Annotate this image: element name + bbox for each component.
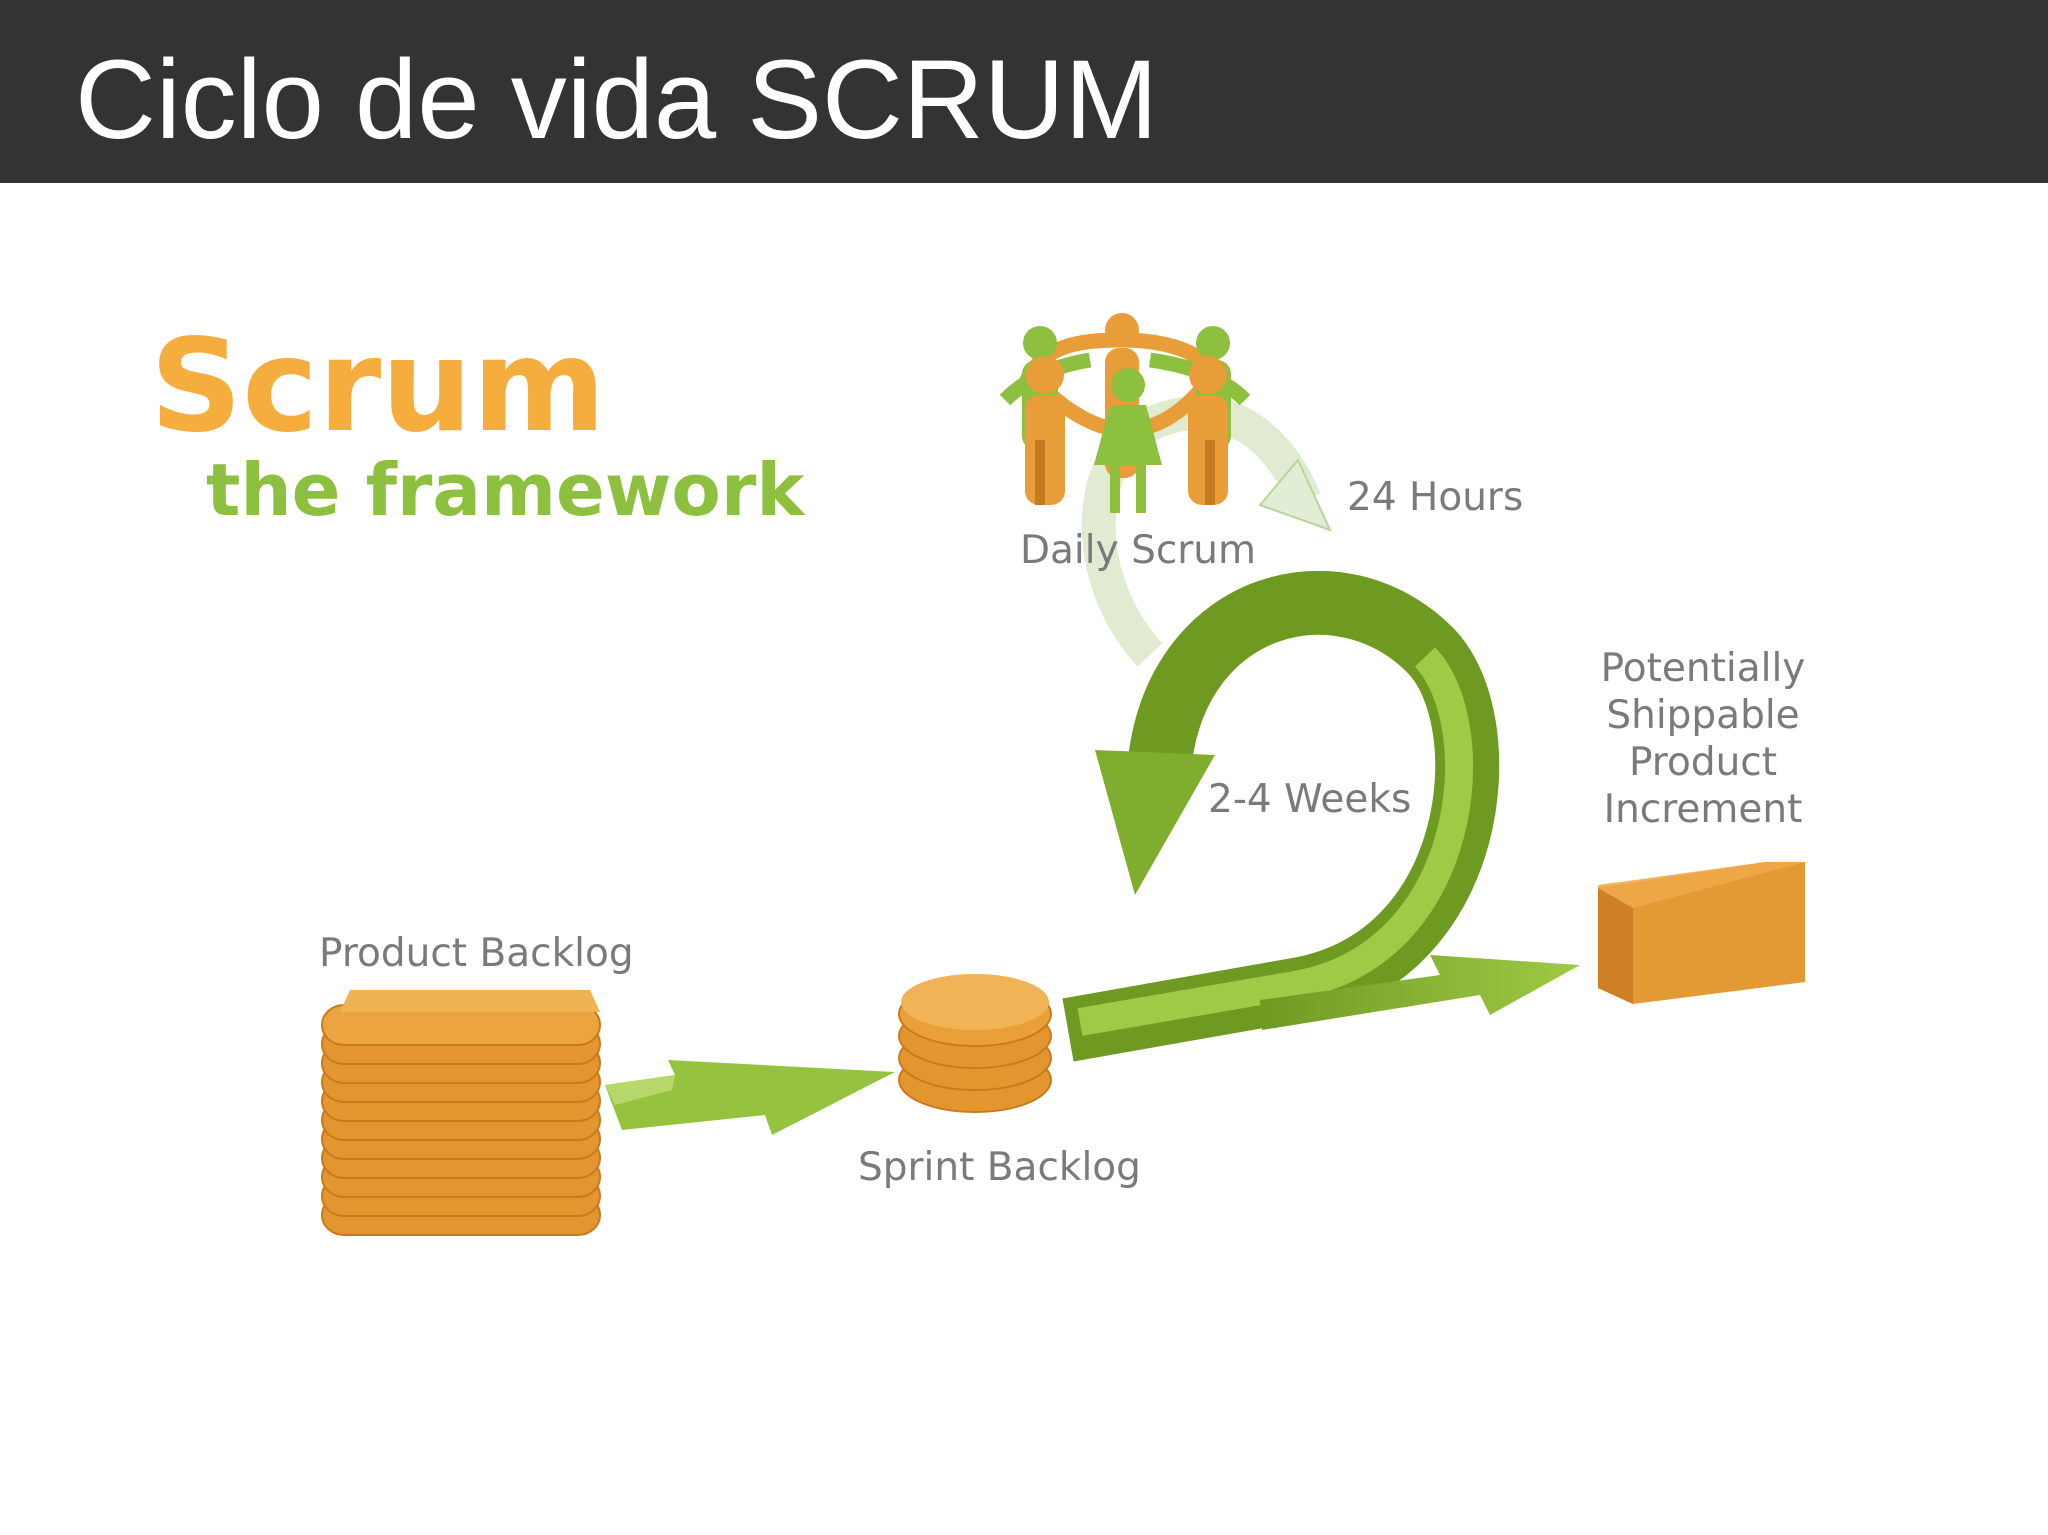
- sprint-loop-arrow: [1062, 570, 1500, 1062]
- title-bar: Ciclo de vida SCRUM: [0, 0, 2048, 183]
- sprint-backlog-label: Sprint Backlog: [858, 1145, 1141, 1190]
- arrow-to-sprint-backlog: [605, 1060, 895, 1135]
- hours-label: 24 Hours: [1347, 475, 1523, 520]
- product-backlog-label: Product Backlog: [319, 931, 634, 976]
- product-backlog-stack-icon: [321, 990, 601, 1236]
- weeks-label: 2-4 Weeks: [1208, 777, 1411, 822]
- increment-label-line-4: Increment: [1604, 787, 1803, 832]
- arrow-to-increment: [1260, 955, 1580, 1030]
- slide-title: Ciclo de vida SCRUM: [75, 37, 1158, 162]
- team-circle-icon: [999, 313, 1251, 513]
- product-increment-box-icon: [1598, 862, 1805, 1004]
- increment-label-line-3: Product: [1629, 740, 1777, 785]
- increment-label-line-1: Potentially: [1601, 646, 1806, 691]
- brand-main-text: Scrum: [150, 312, 606, 461]
- sprint-backlog-stack-icon: [898, 974, 1052, 1113]
- brand-sub-text: the framework: [206, 448, 806, 532]
- daily-scrum-label: Daily Scrum: [1020, 528, 1256, 573]
- increment-label-line-2: Shippable: [1606, 693, 1799, 738]
